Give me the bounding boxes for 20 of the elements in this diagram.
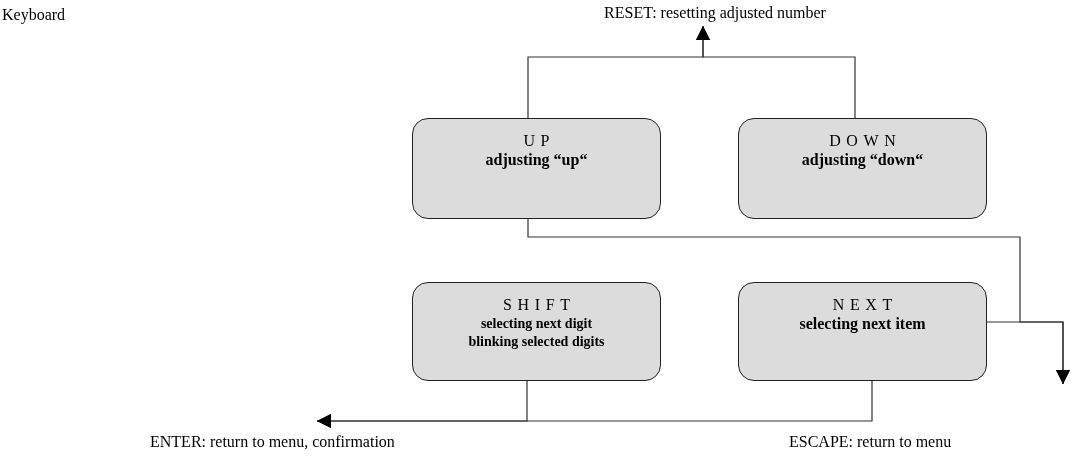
key-box xyxy=(412,118,661,219)
key-box xyxy=(738,118,987,219)
key-function: selecting next digit xyxy=(480,315,593,332)
key-box xyxy=(412,282,661,381)
key-box xyxy=(738,282,987,381)
key-function: adjusting “up“ xyxy=(485,150,588,169)
function-text: ENTER: return to menu, confirmation xyxy=(150,421,422,455)
connector-arrow xyxy=(986,321,1070,385)
key-function: adjusting “down“ xyxy=(801,150,924,169)
key-name: DOWN xyxy=(829,131,902,150)
connector-arrow xyxy=(316,380,873,428)
function-text: RESET: resetting adjusted number xyxy=(590,4,840,26)
key-name: UP xyxy=(523,131,556,150)
connector-arrow xyxy=(696,25,856,119)
key-function: selecting next item xyxy=(799,314,926,333)
title-text: Keyboard xyxy=(2,6,66,24)
function-text: ESCAPE: return to menu xyxy=(789,433,952,451)
key-name: SHIFT xyxy=(503,295,576,314)
key-name: NEXT xyxy=(832,295,898,314)
key-function: blinking selected digits xyxy=(468,333,605,350)
